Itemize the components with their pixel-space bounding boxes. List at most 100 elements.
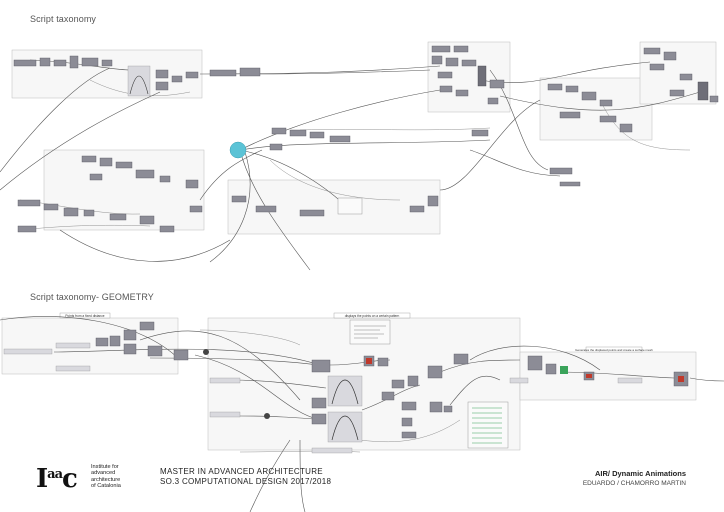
component-node xyxy=(17,199,41,207)
component-node xyxy=(89,173,103,181)
component-node xyxy=(527,355,543,371)
component-node xyxy=(461,59,477,67)
component-node xyxy=(599,115,617,123)
component-node xyxy=(159,175,171,183)
component-node xyxy=(401,431,417,439)
component-node xyxy=(445,57,459,67)
group-box xyxy=(519,351,697,401)
component-node xyxy=(487,97,499,105)
graph-mapper-2 xyxy=(327,411,363,443)
relay-dot xyxy=(203,349,209,355)
project-author: EDUARDO / CHAMORRO MARTIN xyxy=(582,480,686,487)
component-node xyxy=(155,69,169,79)
group-label: displays the points on a certain pattern xyxy=(345,314,400,318)
component-node xyxy=(83,209,95,217)
wire xyxy=(0,67,111,173)
group-label: Generates the displaced points and creat… xyxy=(575,348,653,352)
component-node xyxy=(53,59,67,67)
wire xyxy=(299,127,491,131)
graph-mapper-1 xyxy=(327,375,363,407)
data-panel xyxy=(467,401,509,449)
component-node xyxy=(269,143,283,151)
component-node xyxy=(559,181,581,187)
component-node xyxy=(311,359,331,373)
component-node xyxy=(679,73,693,81)
component-node xyxy=(401,417,413,427)
component-node xyxy=(649,63,665,71)
component-node xyxy=(189,205,203,213)
component-node xyxy=(581,91,597,101)
wire xyxy=(199,329,301,346)
component-node xyxy=(135,169,155,179)
component-node xyxy=(437,71,453,79)
component-node xyxy=(99,157,113,167)
component-node xyxy=(101,59,113,67)
component-node xyxy=(63,207,79,217)
wire xyxy=(239,139,491,151)
component-node xyxy=(147,345,163,357)
cyan-hub-node xyxy=(229,141,247,159)
component-node xyxy=(663,51,677,61)
graph-curve xyxy=(331,415,359,441)
component-node xyxy=(239,67,261,77)
course-info: MASTER IN ADVANCED ARCHITECTURE SO.3 COM… xyxy=(160,467,331,487)
wire xyxy=(299,439,306,512)
output-panel xyxy=(349,319,391,345)
component-node xyxy=(409,205,425,213)
wire xyxy=(269,159,401,201)
panel-text-lines xyxy=(354,325,386,339)
component-node xyxy=(115,161,133,169)
wire xyxy=(469,149,561,177)
component-node xyxy=(455,89,469,97)
number-slider xyxy=(55,342,91,349)
graph-curve xyxy=(331,379,359,405)
group-label-box xyxy=(585,346,643,353)
component-node xyxy=(439,85,453,93)
component-node xyxy=(109,335,121,347)
component-node xyxy=(599,99,613,107)
component-node xyxy=(271,127,287,135)
wire xyxy=(439,359,521,373)
section-title-script-taxonomy: Script taxonomy xyxy=(30,14,97,24)
component-node xyxy=(489,79,505,89)
component-node xyxy=(17,225,37,233)
section-title-geometry: Script taxonomy- GEOMETRY xyxy=(30,292,154,302)
wire xyxy=(0,91,161,191)
green-indicator-icon xyxy=(560,366,568,374)
course-title: MASTER IN ADVANCED ARCHITECTURE xyxy=(160,467,323,476)
wire xyxy=(249,439,291,512)
component-node xyxy=(185,71,199,79)
wire xyxy=(139,330,301,401)
iaac-logo: Iaac xyxy=(36,464,78,494)
wire xyxy=(0,316,181,361)
component-node xyxy=(471,129,489,137)
component-node xyxy=(173,349,189,361)
wire xyxy=(209,151,251,263)
component-node xyxy=(443,405,453,413)
group-box xyxy=(11,49,203,99)
component-node xyxy=(619,123,633,133)
wire xyxy=(599,99,691,151)
component-node xyxy=(159,225,175,233)
component-node xyxy=(95,337,109,347)
component-node xyxy=(309,131,325,139)
component-node xyxy=(427,365,443,379)
component-node xyxy=(329,135,351,143)
component-node xyxy=(171,75,183,83)
wire xyxy=(239,89,441,151)
component-node xyxy=(289,129,307,137)
wire xyxy=(359,419,461,442)
course-subtitle: SO.3 COMPUTATIONAL DESIGN 2017/2018 xyxy=(160,477,332,486)
wire xyxy=(59,229,231,262)
wire xyxy=(439,99,541,191)
component-node xyxy=(427,195,439,207)
wire xyxy=(559,371,675,379)
component-node xyxy=(123,343,137,355)
component-node xyxy=(545,363,557,375)
component-node xyxy=(311,397,327,409)
group-label-box xyxy=(59,312,111,319)
component-node xyxy=(209,69,237,77)
group-label: Points from a fixed distance xyxy=(65,314,104,318)
